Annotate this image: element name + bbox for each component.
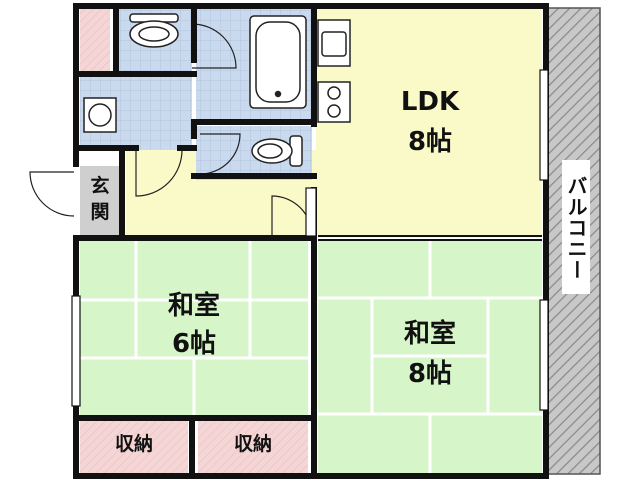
door-swing-icon [29, 23, 313, 237]
toilet-2-icon [251, 135, 303, 167]
ldk-name-label: LDK [401, 87, 460, 117]
toilet-icon [129, 13, 179, 48]
washing-machine-icon [83, 97, 117, 133]
closet-right [198, 420, 308, 474]
washitsu-8-room [318, 240, 542, 474]
stove-icon [317, 81, 351, 123]
washitsu-6-name-label: 和室 [168, 290, 220, 321]
washitsu-6-room [80, 240, 308, 416]
sliding-partitions [138, 235, 542, 241]
genkan-label-1: 玄 [90, 174, 109, 197]
washitsu-8-name-label: 和室 [404, 318, 456, 349]
washitsu-6-size-label: 6帖 [172, 329, 216, 359]
genkan-label-2: 関 [90, 201, 109, 223]
bathtub-icon [249, 15, 307, 109]
closet-right-label: 収納 [234, 432, 272, 455]
washitsu-8-size-label: 8帖 [408, 359, 452, 389]
genkan-floor [80, 166, 120, 236]
ldk-size-label: 8帖 [408, 127, 452, 157]
windows [71, 69, 549, 411]
closet-left-label: 収納 [115, 432, 153, 455]
closet-top [80, 8, 110, 72]
ldk-floor [316, 8, 542, 238]
sink-icon [317, 19, 351, 67]
closet-left [80, 420, 188, 474]
balcony: バルコニー [547, 7, 601, 475]
balcony-label: バルコニー [564, 175, 588, 280]
